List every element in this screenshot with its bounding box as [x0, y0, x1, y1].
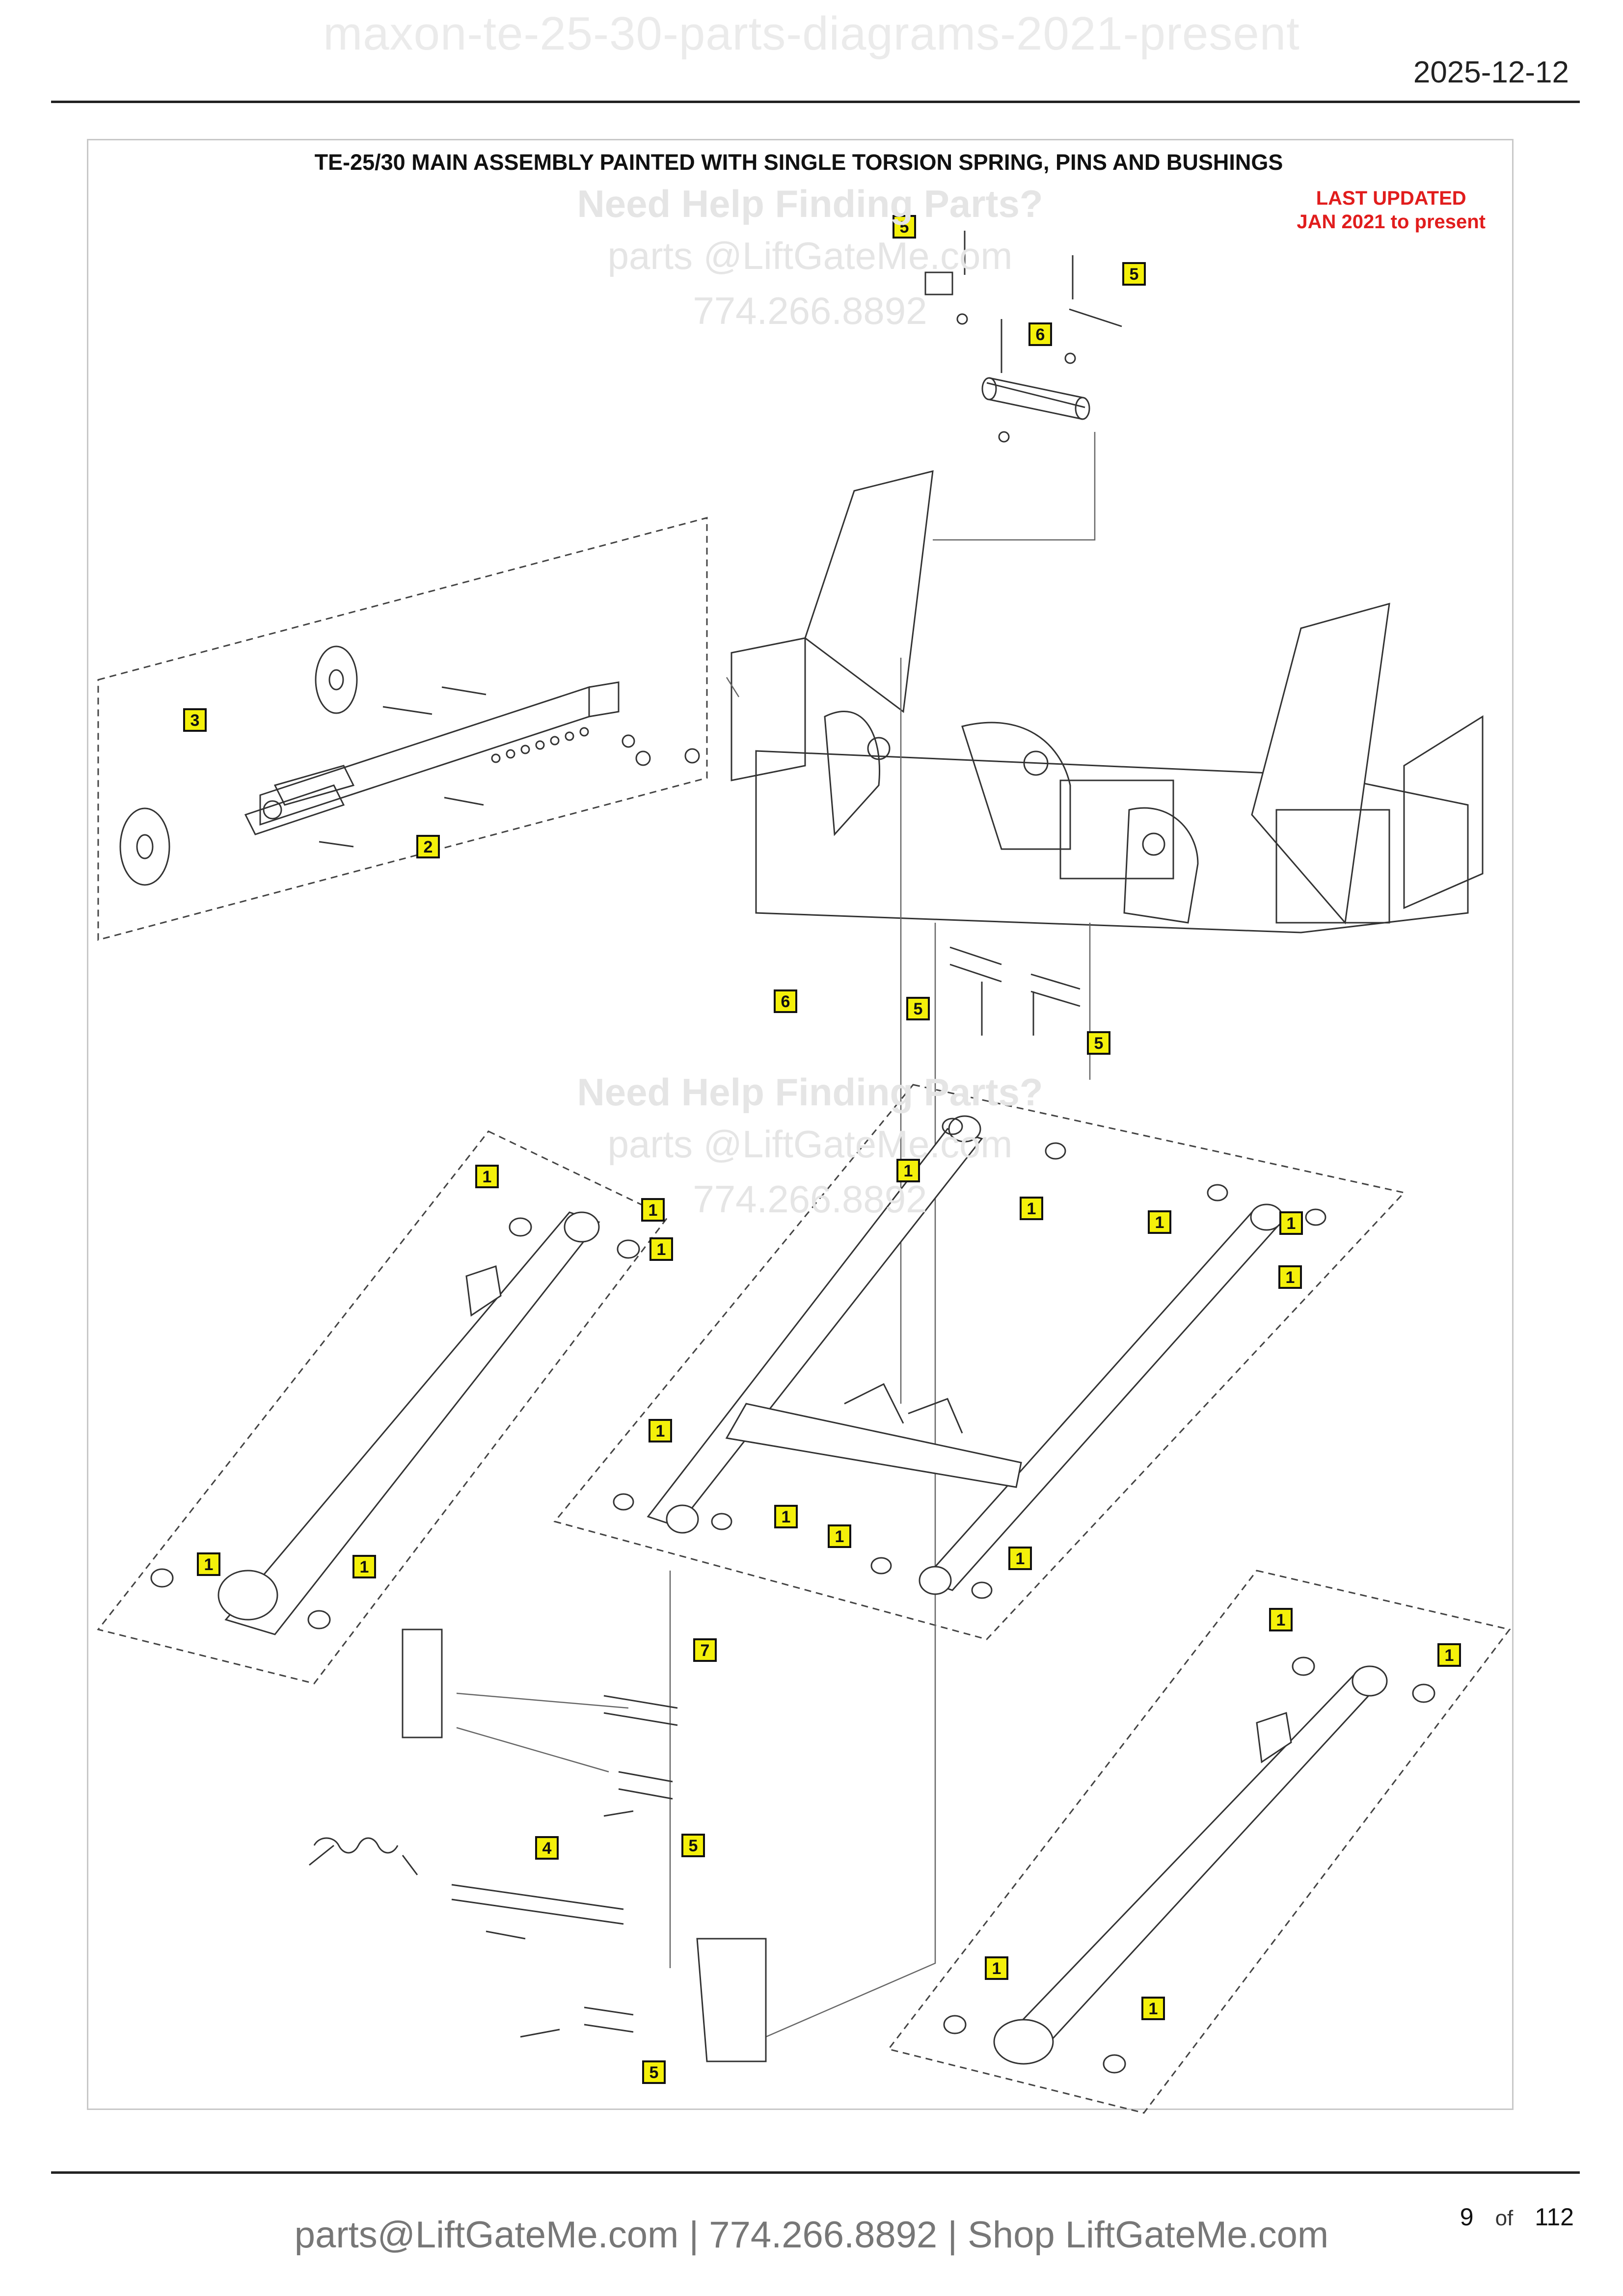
- callout-1r: 1: [1279, 1211, 1303, 1235]
- callout-5a: 5: [893, 215, 916, 239]
- svg-text:5: 5: [689, 1837, 698, 1855]
- callout-1a: 1: [475, 1165, 499, 1188]
- left-arm-group-box: [97, 1130, 669, 1684]
- svg-text:1: 1: [204, 1555, 214, 1574]
- callout-6a: 6: [1028, 322, 1052, 346]
- footer-contact[interactable]: parts@LiftGateMe.com | 774.266.8892 | Sh…: [294, 2214, 1329, 2256]
- watermark-phone: 774.266.8892: [693, 1177, 927, 1221]
- svg-text:1: 1: [1149, 2000, 1158, 2018]
- page-current: 9: [1460, 2203, 1474, 2231]
- svg-text:1: 1: [1155, 1213, 1164, 1232]
- svg-text:5: 5: [1130, 265, 1139, 284]
- svg-text:6: 6: [1036, 325, 1045, 344]
- page-indicator: 9 of 112: [1460, 2203, 1574, 2231]
- parallel-arm-group-box: [553, 1084, 1406, 1640]
- callout-1m: 1: [1269, 1608, 1293, 1631]
- callout-1o: 1: [985, 1956, 1008, 1980]
- svg-text:1: 1: [1016, 1549, 1025, 1568]
- watermark-heading: Need Help Finding Parts?: [577, 1070, 1043, 1114]
- callout-1k: 1: [197, 1552, 220, 1576]
- svg-text:5: 5: [649, 2063, 659, 2082]
- callout-1h: 1: [774, 1505, 798, 1528]
- callout-7: 7: [693, 1638, 717, 1662]
- callout-4: 4: [535, 1836, 559, 1860]
- callout-5e: 5: [681, 1834, 705, 1857]
- watermark-phone: 774.266.8892: [693, 289, 927, 332]
- callout-6b: 6: [774, 989, 797, 1013]
- document-name: maxon-te-25-30-parts-diagrams-2021-prese…: [323, 7, 1300, 60]
- callout-5b: 5: [1122, 262, 1146, 286]
- svg-text:5: 5: [1094, 1034, 1104, 1053]
- leader-lines: [456, 432, 1096, 2038]
- svg-text:1: 1: [657, 1240, 666, 1259]
- callout-1i: 1: [828, 1524, 851, 1548]
- watermark-heading: Need Help Finding Parts?: [577, 182, 1043, 225]
- svg-text:1: 1: [1276, 1611, 1286, 1629]
- svg-text:1: 1: [782, 1508, 791, 1526]
- callout-1j: 1: [1008, 1547, 1032, 1570]
- svg-text:1: 1: [904, 1162, 913, 1180]
- last-updated-range: JAN 2021 to present: [1297, 211, 1486, 233]
- main-frame: [730, 470, 1484, 934]
- left-lift-arm: [150, 1211, 640, 1635]
- svg-text:1: 1: [483, 1168, 492, 1186]
- svg-text:2: 2: [424, 838, 433, 856]
- callout-1b: 1: [641, 1198, 665, 1222]
- svg-text:6: 6: [781, 992, 790, 1011]
- callout-1f: 1: [1278, 1265, 1302, 1289]
- footer-rule: [51, 2171, 1580, 2174]
- callout-1d: 1: [1020, 1197, 1043, 1220]
- callout-1q: 1: [649, 1237, 673, 1261]
- watermark-lower: Need Help Finding Parts? parts @LiftGate…: [540, 1068, 1080, 1227]
- watermark-email: parts @LiftGateMe.com: [607, 234, 1013, 277]
- svg-text:1: 1: [1286, 1268, 1295, 1287]
- right-arm-group-box: [887, 1570, 1511, 2114]
- callout-1p: 1: [1141, 1997, 1165, 2020]
- callout-1g: 1: [649, 1419, 672, 1442]
- svg-text:1: 1: [1287, 1214, 1296, 1233]
- callout-3: 3: [183, 708, 207, 732]
- last-updated-note: LAST UPDATED JAN 2021 to present: [1297, 187, 1486, 234]
- callout-1e: 1: [1148, 1210, 1171, 1234]
- svg-text:1: 1: [992, 1959, 1001, 1978]
- last-updated-label: LAST UPDATED: [1316, 187, 1466, 209]
- svg-text:5: 5: [900, 218, 909, 237]
- watermark-upper: Need Help Finding Parts? parts @LiftGate…: [540, 179, 1080, 338]
- torsion-spring: [309, 1837, 418, 1875]
- callouts: 5 5 6 3 2 5 5 6 1 1 1 1 1 1 1 1 1 1 1 1 …: [183, 215, 1461, 2084]
- svg-text:1: 1: [835, 1527, 844, 1546]
- page-total: 112: [1535, 2203, 1574, 2231]
- svg-text:4: 4: [542, 1839, 552, 1858]
- callout-5c: 5: [906, 997, 930, 1020]
- right-lift-arm: [943, 1656, 1435, 2074]
- callout-1l: 1: [352, 1555, 376, 1578]
- diagram-title: TE-25/30 MAIN ASSEMBLY PAINTED WITH SING…: [314, 150, 1283, 175]
- svg-text:1: 1: [1445, 1646, 1454, 1665]
- callout-1c: 1: [896, 1159, 920, 1182]
- callout-2: 2: [416, 835, 440, 858]
- svg-text:1: 1: [1027, 1200, 1036, 1218]
- roller-arm-assembly: [119, 645, 700, 886]
- svg-text:5: 5: [914, 1000, 923, 1018]
- callout-5f: 5: [642, 2060, 666, 2084]
- adjustment-holes: [491, 727, 589, 763]
- svg-text:1: 1: [656, 1422, 665, 1441]
- svg-text:1: 1: [360, 1558, 369, 1576]
- callout-5d: 5: [1087, 1031, 1110, 1055]
- watermark-email: parts @LiftGateMe.com: [607, 1122, 1013, 1166]
- svg-text:1: 1: [649, 1201, 658, 1220]
- lower-frame-pins: [949, 946, 1081, 1036]
- upper-pins: [924, 231, 1122, 443]
- header-rule: [51, 101, 1580, 103]
- svg-text:3: 3: [190, 711, 200, 730]
- page-of: of: [1495, 2206, 1514, 2230]
- document-date: 2025-12-12: [1413, 55, 1569, 89]
- svg-text:7: 7: [701, 1641, 710, 1660]
- parallel-arm-frame: [613, 1115, 1326, 1599]
- callout-1n: 1: [1437, 1643, 1461, 1667]
- bottom-hardware: [309, 1629, 767, 2062]
- roller-arm-group-box: [97, 517, 708, 941]
